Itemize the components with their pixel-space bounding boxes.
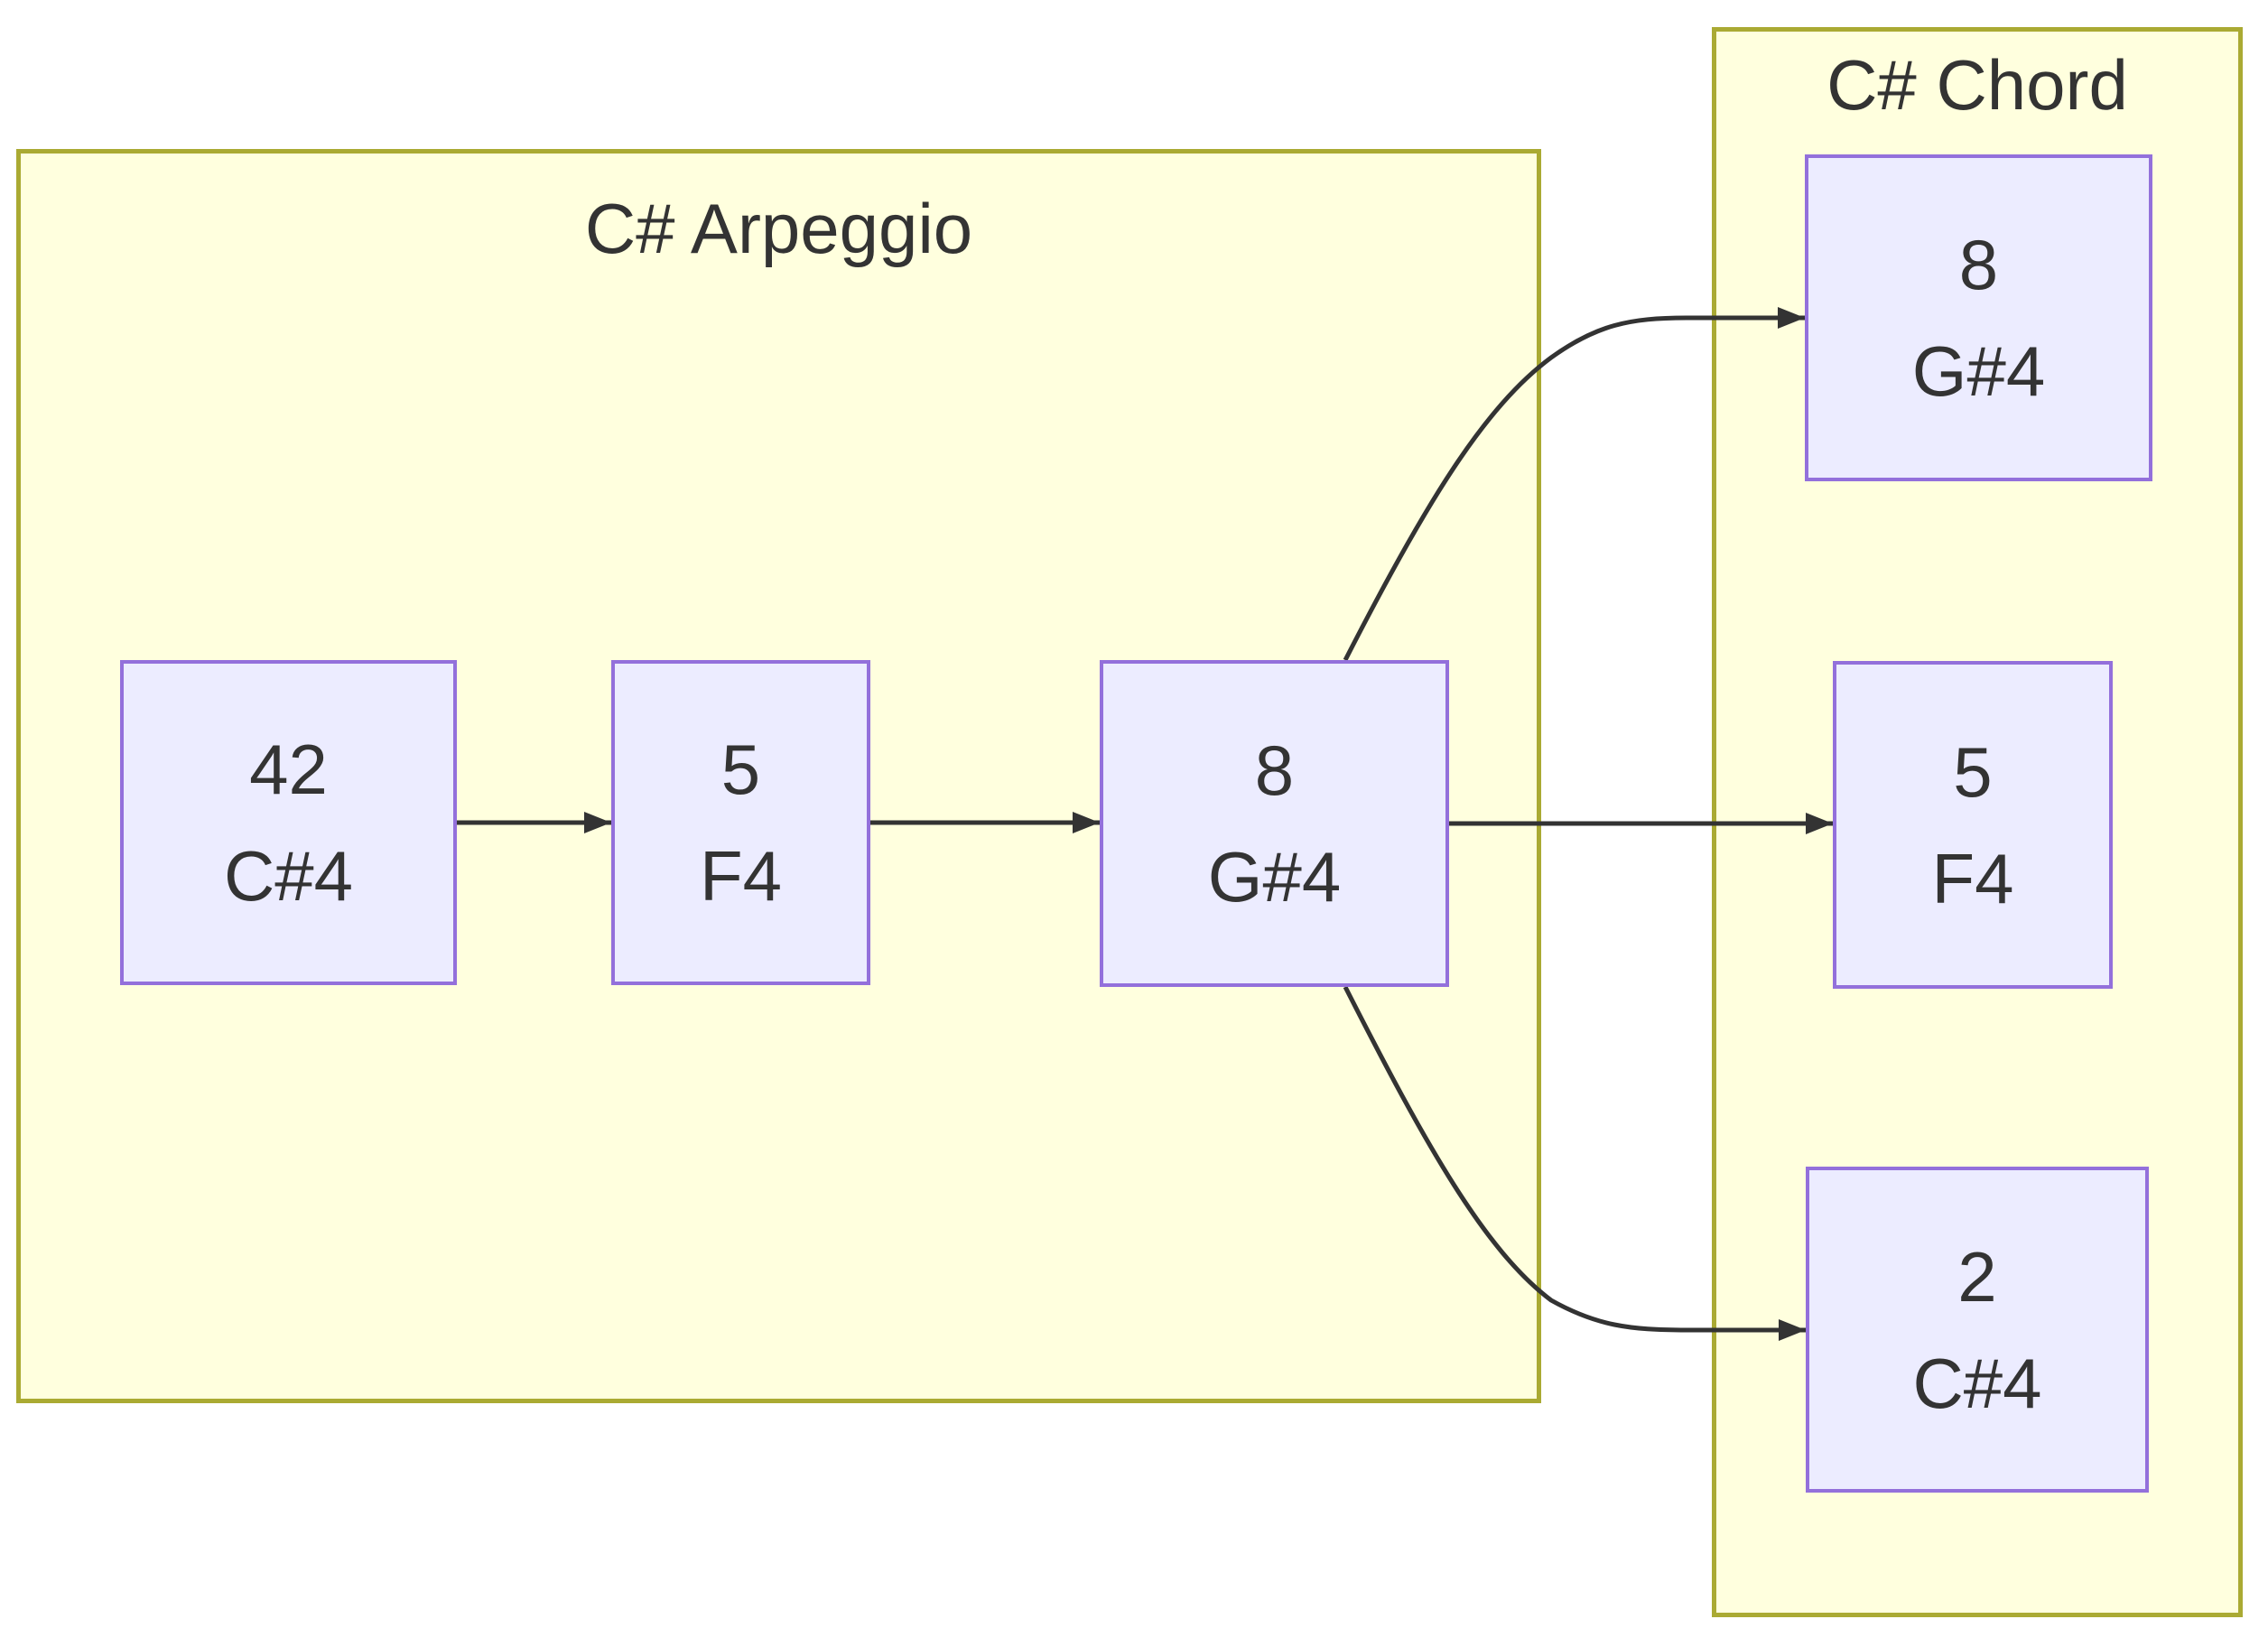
node-arpeggio-gsharp4: 8 G#4 xyxy=(1100,660,1449,987)
subgraph-chord-title: C# Chord xyxy=(1826,45,2128,125)
subgraph-arpeggio-title: C# Arpeggio xyxy=(584,189,973,268)
node-note: G#4 xyxy=(1207,837,1342,917)
node-arpeggio-f4: 5 F4 xyxy=(611,660,870,985)
node-arpeggio-csharp4: 42 C#4 xyxy=(120,660,457,985)
node-note: G#4 xyxy=(1911,331,2046,411)
node-velocity: 5 xyxy=(720,730,761,809)
node-chord-gsharp4: 8 G#4 xyxy=(1805,154,2152,481)
node-note: C#4 xyxy=(223,836,354,916)
node-velocity: 42 xyxy=(249,730,328,809)
node-chord-f4: 5 F4 xyxy=(1833,661,2113,989)
node-note: F4 xyxy=(1931,838,2014,918)
node-velocity: 5 xyxy=(1953,731,1993,812)
node-velocity: 2 xyxy=(1957,1236,1997,1317)
node-velocity: 8 xyxy=(1254,730,1295,810)
node-velocity: 8 xyxy=(1958,225,1999,304)
node-chord-csharp4: 2 C#4 xyxy=(1806,1167,2149,1493)
node-note: F4 xyxy=(699,836,783,916)
node-note: C#4 xyxy=(1912,1343,2042,1423)
